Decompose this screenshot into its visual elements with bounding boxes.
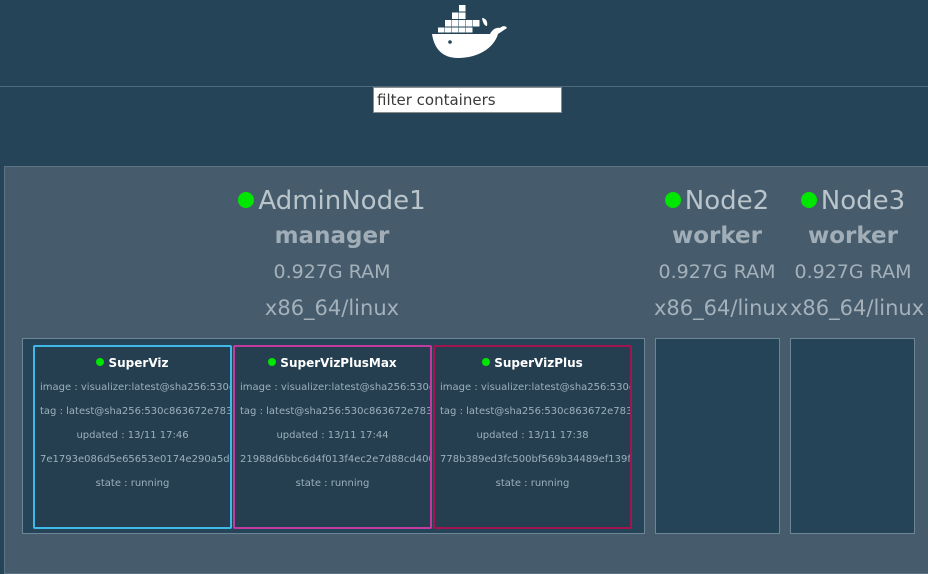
container-name: SuperViz xyxy=(108,356,169,370)
container-image: image : visualizer:latest@sha256:530c863… xyxy=(240,382,430,393)
container-status-dot xyxy=(96,358,105,366)
node-ram: 0.927G RAM xyxy=(658,261,776,283)
node-ram: 0.927G RAM xyxy=(794,261,912,283)
node-role: worker xyxy=(807,223,898,249)
node-name: AdminNode1 xyxy=(258,186,426,216)
container-name: SuperVizPlus xyxy=(494,356,583,370)
container-state: state : running xyxy=(295,478,370,489)
node-name: Node3 xyxy=(820,186,906,216)
container-image: image : visualizer:latest@sha256:530c863… xyxy=(440,382,630,393)
container-image: image : visualizer:latest@sha256:530c863… xyxy=(40,382,230,393)
node-role: manager xyxy=(274,223,390,249)
container-id: 21988d6bbc6d4f013f4ec2e7d88cd400411 xyxy=(240,454,430,465)
node-status-dot xyxy=(664,192,681,208)
container-status-dot xyxy=(268,358,277,366)
container-updated: updated : 13/11 17:38 xyxy=(476,430,589,441)
container-id: 7e1793e086d5e65653e0174e290a5de329 xyxy=(40,454,230,465)
container-card-supervizplusmax[interactable]: SuperVizPlusMax image : visualizer:lates… xyxy=(233,345,432,529)
filter-containers-input[interactable] xyxy=(373,87,562,113)
container-status-dot xyxy=(482,358,491,366)
node-arch: x86_64/linux xyxy=(790,296,925,320)
container-tag: tag : latest@sha256:530c863672e7830d7560… xyxy=(440,406,632,417)
docker-whale-icon xyxy=(432,5,507,58)
node-ram: 0.927G RAM xyxy=(273,261,391,283)
container-state: state : running xyxy=(495,478,570,489)
container-updated: updated : 13/11 17:44 xyxy=(276,430,389,441)
container-name: SuperVizPlusMax xyxy=(280,356,397,370)
container-updated: updated : 13/11 17:46 xyxy=(76,430,189,441)
container-card-supervizplus[interactable]: SuperVizPlus image : visualizer:latest@s… xyxy=(433,345,632,529)
node-header-node2: Node2 worker 0.927G RAM x86_64/linux xyxy=(654,186,789,326)
node-name: Node2 xyxy=(684,186,770,216)
container-id: 778b389ed3fc500bf569b34489ef139f0bb xyxy=(440,454,632,465)
node-role: worker xyxy=(671,223,762,249)
node-header-adminnode1: AdminNode1 manager 0.927G RAM x86_64/lin… xyxy=(232,186,432,326)
top-bar xyxy=(0,0,928,87)
container-card-superviz[interactable]: SuperViz image : visualizer:latest@sha25… xyxy=(33,345,232,529)
container-tag: tag : latest@sha256:530c863672e7830d7560… xyxy=(240,406,432,417)
node-container-area-node2 xyxy=(655,338,780,534)
node-status-dot xyxy=(238,192,255,208)
node-container-area-node3 xyxy=(790,338,915,534)
node-arch: x86_64/linux xyxy=(654,296,789,320)
container-state: state : running xyxy=(95,478,170,489)
node-header-node3: Node3 worker 0.927G RAM x86_64/linux xyxy=(790,186,925,326)
container-tag: tag : latest@sha256:530c863672e7830d7560… xyxy=(40,406,232,417)
node-status-dot xyxy=(800,192,817,208)
node-arch: x86_64/linux xyxy=(264,296,400,320)
